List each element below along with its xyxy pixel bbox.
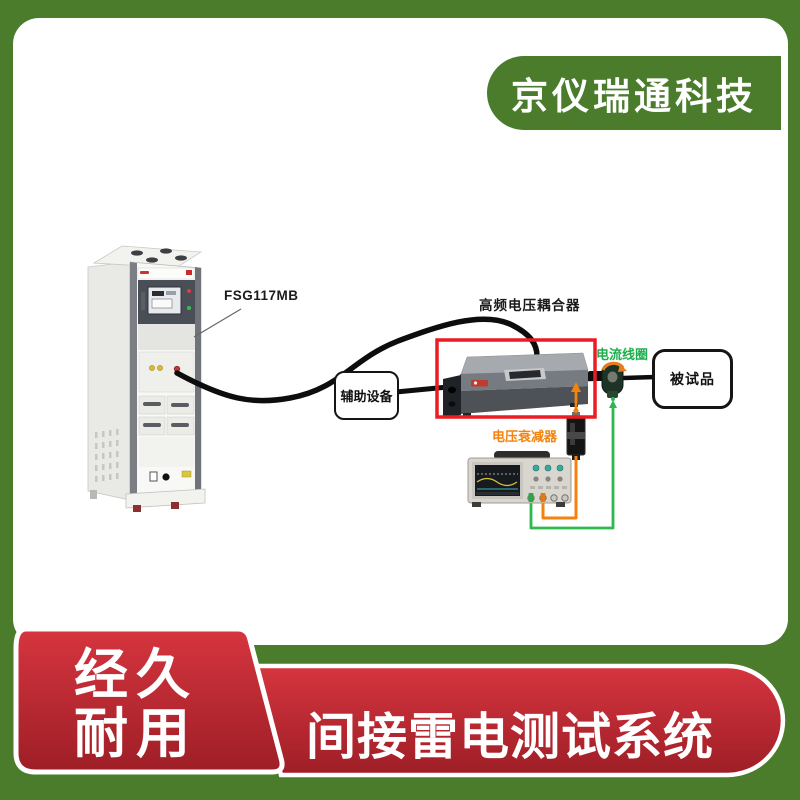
equipment-rack bbox=[87, 245, 206, 512]
coupler-device bbox=[443, 352, 589, 418]
main-cable bbox=[174, 316, 540, 404]
current-coil bbox=[601, 361, 627, 401]
bottom-banner-title: 间接雷电测试系统 bbox=[306, 709, 714, 765]
aux-device-label: 辅助设备 bbox=[340, 389, 393, 404]
durable-badge-shape bbox=[13, 626, 285, 775]
green-plug bbox=[528, 493, 534, 502]
attenuator-cable bbox=[541, 456, 578, 520]
generator-label: FSG117MB bbox=[224, 288, 299, 303]
coupler-label: 高频电压耦合器 bbox=[479, 298, 581, 313]
badge-line1: 经久 bbox=[74, 645, 198, 705]
dut-label: 被试品 bbox=[670, 371, 715, 387]
durable-badge-text: 经久 耐用 bbox=[36, 646, 236, 764]
bottom-banner-shape bbox=[250, 663, 786, 778]
generator-label-pointer bbox=[193, 308, 242, 338]
aux-device-box: 辅助设备 bbox=[334, 371, 399, 420]
brand-banner: 京仪瑞通科技 bbox=[487, 56, 781, 130]
attenuator-label: 电压衰减器 bbox=[492, 429, 558, 444]
rack-side-vents bbox=[95, 429, 119, 482]
brand-title: 京仪瑞通科技 bbox=[511, 76, 757, 117]
aux-cable bbox=[393, 384, 451, 395]
oscilloscope bbox=[467, 451, 572, 507]
current-coil-label: 电流线圈 bbox=[596, 347, 649, 362]
coil-signal-line bbox=[529, 400, 617, 530]
dut-box: 被试品 bbox=[652, 349, 733, 409]
attenuator-arrow bbox=[571, 382, 581, 414]
badge-line2: 耐用 bbox=[74, 704, 198, 764]
highlight-box bbox=[435, 338, 597, 419]
orange-plug bbox=[540, 493, 546, 502]
